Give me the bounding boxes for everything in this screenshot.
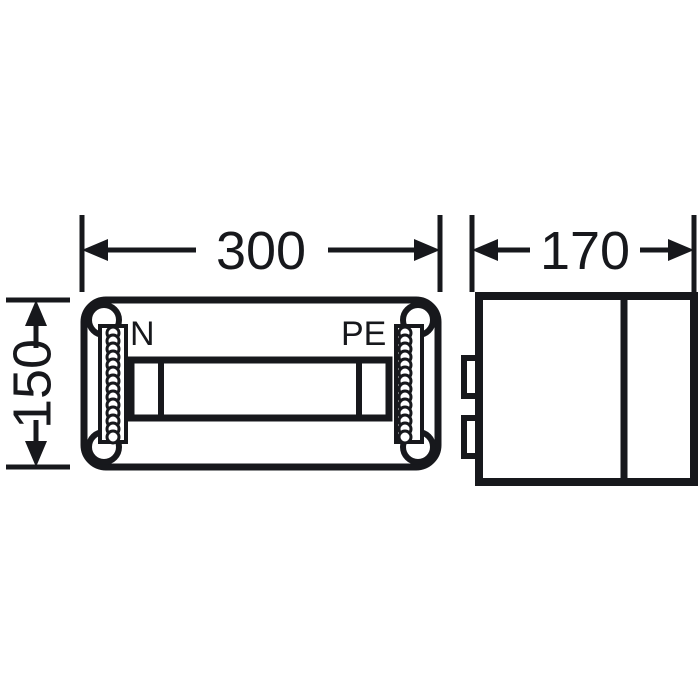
pe-terminal-label: PE — [341, 315, 386, 353]
height-dimension-value: 150 — [2, 339, 62, 429]
width-arrow-right-icon — [414, 239, 440, 261]
din-rail — [127, 356, 393, 422]
depth-dimension-group: 170 — [469, 215, 697, 292]
side-housing-outline — [475, 292, 698, 486]
front-view: N — [80, 296, 442, 471]
height-arrow-down-icon — [25, 441, 47, 467]
width-dimension-group: 300 — [79, 215, 443, 292]
depth-arrow-right-icon — [668, 239, 694, 261]
width-arrow-left-icon — [82, 239, 108, 261]
side-view — [461, 292, 698, 486]
depth-arrow-left-icon — [472, 239, 498, 261]
n-terminal-contacts — [105, 325, 121, 445]
pe-terminal-contacts — [397, 325, 413, 445]
depth-dimension-value: 170 — [540, 221, 630, 281]
n-terminal-block — [98, 324, 128, 445]
height-dimension-group: 150 — [2, 297, 70, 470]
n-terminal-label: N — [130, 315, 155, 353]
height-arrow-up-icon — [25, 300, 47, 326]
pe-terminal-block — [394, 324, 424, 445]
din-rail-outline — [127, 356, 393, 422]
width-dimension-value: 300 — [216, 221, 306, 281]
